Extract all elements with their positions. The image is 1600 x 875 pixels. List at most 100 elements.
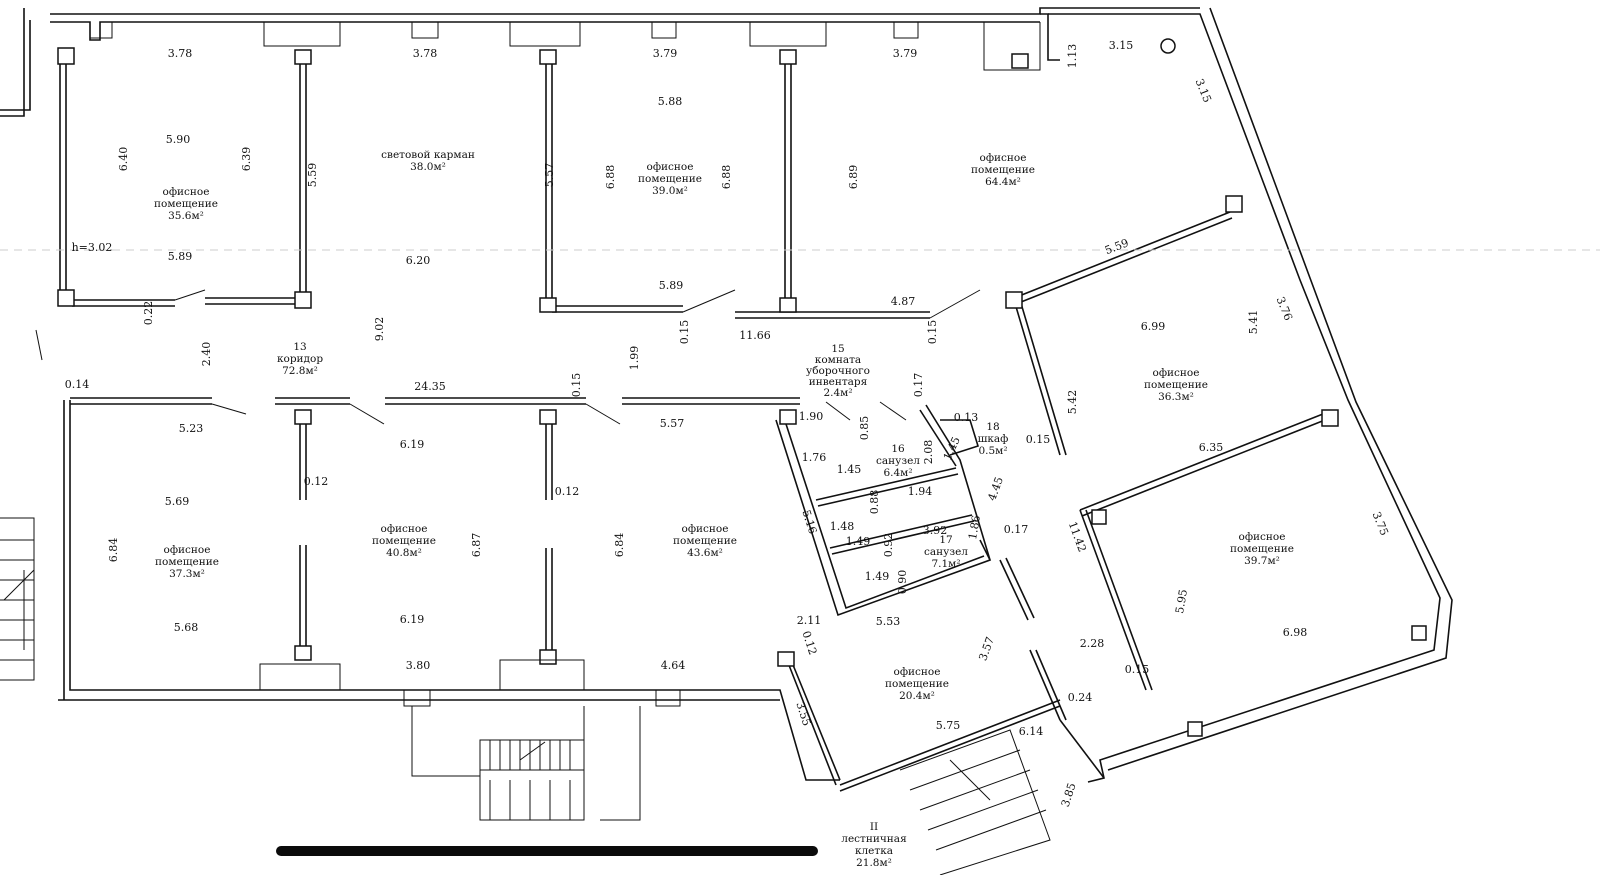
dimension-label: 6.98 — [1283, 626, 1308, 639]
dimension-label: 0.85 — [858, 416, 871, 441]
dimension-label: 1.90 — [799, 410, 824, 423]
dimension-label: 5.53 — [876, 615, 901, 628]
dimension-label: 1.99 — [628, 346, 641, 371]
dimension-label: 5.23 — [179, 422, 204, 435]
dimension-label: 6.19 — [400, 613, 425, 626]
dimension-label: 6.89 — [847, 165, 860, 190]
dimension-label: 1.86 — [966, 514, 983, 540]
dimension-label: 0.88 — [868, 490, 881, 515]
dimension-label: 5.41 — [1247, 310, 1260, 335]
dimension-label: 3.79 — [653, 47, 678, 60]
dimension-label: 24.35 — [414, 380, 446, 393]
dimension-label: 0.22 — [142, 301, 155, 326]
dimension-label: 5.89 — [659, 279, 684, 292]
dimension-label: 0.17 — [912, 373, 925, 398]
dimension-label: 1.49 — [846, 535, 871, 548]
dimension-label: 2.28 — [1080, 637, 1105, 650]
dimension-label: 6.99 — [1141, 320, 1166, 333]
dimension-label: 1.48 — [830, 520, 855, 533]
dimension-label: 5.95 — [1173, 588, 1190, 614]
dimension-label: 3.15 — [1193, 77, 1214, 105]
dimension-label: 0.14 — [65, 378, 90, 391]
dimension-label: 6.19 — [400, 438, 425, 451]
dimension-label: 3.85 — [1059, 781, 1079, 808]
dimension-label: 3.79 — [893, 47, 918, 60]
dimension-label: 3.57 — [976, 635, 997, 662]
dimension-label: 3.92 — [923, 524, 948, 537]
home-indicator-bar[interactable] — [276, 846, 818, 856]
dimension-label: 0.15 — [570, 373, 583, 398]
dimension-label: 4.64 — [661, 659, 686, 672]
dimension-label: 6.84 — [613, 533, 626, 558]
columns — [57, 38, 1427, 737]
dimension-label: 5.69 — [165, 495, 190, 508]
dimension-label: 11.66 — [739, 329, 771, 342]
dimension-label: 0.17 — [1004, 523, 1029, 536]
dimension-label: 0.15 — [678, 320, 691, 345]
dimension-label: 3.78 — [413, 47, 438, 60]
interior-walls — [70, 55, 1331, 792]
dimension-label: 0.12 — [304, 475, 329, 488]
dimension-label: 6.84 — [107, 538, 120, 563]
dimension-label: 5.57 — [660, 417, 685, 430]
dimension-label: 6.39 — [240, 147, 253, 172]
dimension-label: 0.12 — [555, 485, 580, 498]
dimension-labels: 3.78 3.78 3.79 3.79 3.15 3.15 1.13 6.40 … — [65, 39, 1391, 809]
dimension-label: 2.11 — [797, 614, 822, 627]
dimension-label: 0.15 — [1026, 433, 1051, 446]
dimension-label: 6.20 — [406, 254, 431, 267]
dimension-label: 6.88 — [720, 165, 733, 190]
dimension-label: 6.88 — [604, 165, 617, 190]
staircases — [0, 517, 1051, 875]
dimension-label: 3.15 — [1109, 39, 1134, 52]
dimension-label: 5.68 — [174, 621, 199, 634]
doors — [35, 289, 981, 425]
dimension-label: 3.55 — [793, 700, 813, 727]
dimension-label: 5.75 — [936, 719, 961, 732]
dimension-label: 4.45 — [985, 475, 1006, 502]
dimension-label: 0.90 — [896, 570, 909, 595]
dimension-label: 6.40 — [117, 147, 130, 172]
dimension-label: 3.75 — [1370, 510, 1391, 538]
dimension-label: 0.15 — [1125, 663, 1150, 676]
dimension-label: 3.78 — [168, 47, 193, 60]
dimension-label: 6.35 — [1199, 441, 1224, 454]
dimension-label: 2.40 — [200, 342, 213, 367]
dimension-label: 3.80 — [406, 659, 431, 672]
dimension-label: 5.59 — [306, 163, 319, 188]
dimension-label: 0.24 — [1068, 691, 1093, 704]
dimension-label: 5.57 — [543, 163, 556, 188]
dimension-label: 1.13 — [1066, 44, 1079, 69]
dimension-label: h=3.02 — [72, 241, 113, 254]
dimension-label: 9.02 — [373, 317, 386, 342]
dimension-label: 1.94 — [908, 485, 933, 498]
dimension-label: 5.16 — [799, 508, 819, 535]
dimension-label: 5.88 — [658, 95, 683, 108]
riser-circle — [1160, 38, 1176, 54]
facade-niches — [89, 22, 1041, 707]
dimension-label: 0.92 — [882, 533, 895, 558]
dimension-label: 1.76 — [802, 451, 827, 464]
dimension-label: 1.49 — [865, 570, 890, 583]
dimension-label: 4.87 — [891, 295, 916, 308]
dimension-label: 6.87 — [470, 533, 483, 558]
dimension-label: 0.15 — [926, 320, 939, 345]
